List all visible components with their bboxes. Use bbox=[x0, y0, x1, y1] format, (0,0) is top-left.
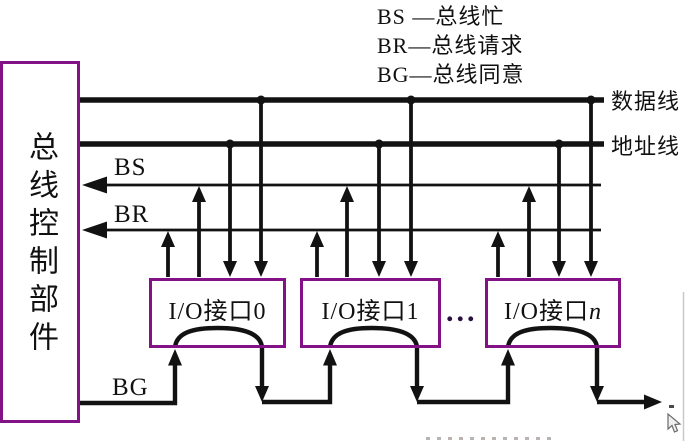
br-line bbox=[82, 221, 601, 239]
bg-io0-enter-arrowhead bbox=[168, 349, 182, 366]
bg-daisy-chain bbox=[78, 325, 662, 410]
io0-label-suffix: 0 bbox=[253, 299, 267, 325]
io1-br-up-arrowhead bbox=[310, 231, 324, 247]
br-label: BR bbox=[114, 201, 150, 228]
address-bus-label: 地址线 bbox=[611, 134, 681, 159]
cursor-arrow bbox=[667, 412, 682, 433]
io-interface-box-n: I/O接口n bbox=[485, 277, 621, 348]
io1-vertical-taps bbox=[310, 100, 418, 277]
bg-chain-end-arrowhead bbox=[644, 394, 662, 410]
bg-label: BG bbox=[112, 374, 149, 401]
io1-bs-up-arrowhead bbox=[340, 186, 354, 202]
legend-line-br: BR—总线请求 bbox=[377, 33, 524, 58]
io1-address-down-arrowhead bbox=[372, 261, 386, 277]
ion-address-down-arrowhead bbox=[552, 261, 566, 277]
junction-dots bbox=[225, 95, 596, 149]
ion-data-down-arrowhead bbox=[584, 261, 598, 277]
io-interface-label-n: I/O接口n bbox=[504, 291, 602, 326]
legend-line-bs: BS —总线忙 bbox=[377, 4, 505, 29]
legend-line-bg: BG—总线同意 bbox=[377, 62, 525, 87]
bg-ion-enter-arrowhead bbox=[501, 349, 515, 366]
bus-controller-box: 总线控制部件 bbox=[0, 61, 80, 423]
bg-ion-exit-arrowhead bbox=[590, 386, 604, 402]
io0-br-up-arrowhead bbox=[161, 231, 175, 247]
bg-io1-exit-arrowhead bbox=[410, 386, 424, 402]
io-interface-label-0: I/O接口0 bbox=[169, 291, 267, 326]
ellipsis-dots: ... bbox=[446, 295, 478, 328]
io-interface-box-1: I/O接口1 bbox=[300, 277, 441, 348]
io1-label-suffix: 1 bbox=[406, 299, 420, 325]
mouse-cursor-icon bbox=[667, 405, 682, 433]
br-left-arrowhead bbox=[82, 221, 107, 239]
cursor-dot bbox=[669, 405, 674, 408]
bs-label: BS bbox=[114, 154, 147, 181]
io1-label-prefix: I/O接口 bbox=[321, 299, 407, 325]
ion-label-suffix: n bbox=[589, 299, 602, 325]
bg-io1-enter-arrowhead bbox=[323, 349, 337, 366]
ion-bs-up-arrowhead bbox=[522, 186, 536, 202]
io0-vertical-taps bbox=[161, 100, 268, 277]
legend: BS —总线忙 BR—总线请求 BG—总线同意 bbox=[377, 2, 525, 89]
io-interface-label-1: I/O接口1 bbox=[322, 291, 420, 326]
ion-br-up-arrowhead bbox=[491, 231, 505, 247]
data-bus-label: 数据线 bbox=[611, 89, 681, 114]
bs-line bbox=[82, 176, 601, 194]
bg-io0-exit-arrowhead bbox=[255, 386, 269, 402]
bus-controller-label: 总线控制部件 bbox=[24, 131, 57, 359]
io0-label-prefix: I/O接口 bbox=[168, 299, 254, 325]
bs-left-arrowhead bbox=[82, 176, 107, 194]
io0-data-down-arrowhead bbox=[254, 261, 268, 277]
io0-address-down-arrowhead bbox=[223, 261, 237, 277]
io-interface-box-0: I/O接口0 bbox=[149, 277, 286, 348]
io1-data-down-arrowhead bbox=[404, 261, 418, 277]
ion-vertical-taps bbox=[491, 100, 598, 277]
ion-label-prefix: I/O接口 bbox=[504, 299, 589, 325]
io0-bs-up-arrowhead bbox=[192, 186, 206, 202]
